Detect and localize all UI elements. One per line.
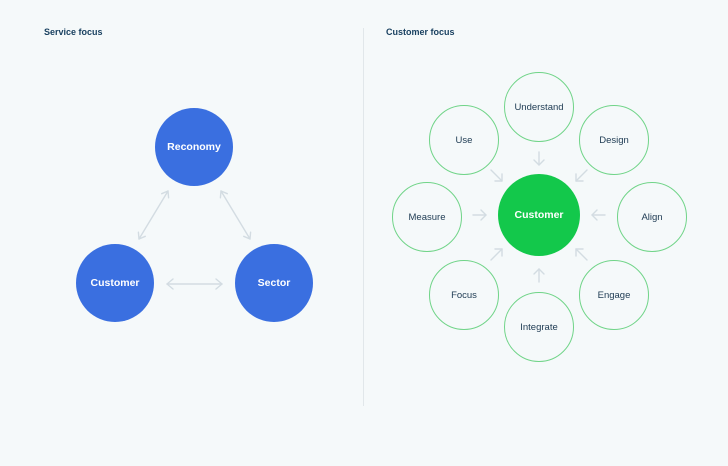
node-reconomy-label: Reconomy [167, 141, 221, 153]
arrow-from-integrate [533, 268, 545, 283]
node-engage: Engage [579, 260, 649, 330]
node-design-label: Design [599, 134, 629, 146]
node-use: Use [429, 105, 499, 175]
arrow-reconomy-customer [137, 190, 170, 240]
node-customer-center: Customer [498, 174, 580, 256]
node-align-label: Align [641, 211, 663, 223]
node-focus-label: Focus [451, 289, 477, 301]
arrow-from-engage [575, 248, 588, 261]
node-measure-label: Measure [408, 211, 446, 223]
node-use-label: Use [455, 134, 473, 146]
node-understand-label: Understand [514, 101, 564, 113]
node-design: Design [579, 105, 649, 175]
arrow-from-measure [472, 209, 487, 221]
panel-divider [363, 28, 364, 406]
node-customer-center-label: Customer [514, 209, 564, 221]
service-focus-title: Service focus [44, 27, 103, 37]
arrow-from-focus [490, 248, 503, 261]
node-sector-label: Sector [257, 277, 291, 289]
arrow-reconomy-sector [219, 190, 252, 240]
node-integrate: Integrate [504, 292, 574, 362]
node-focus: Focus [429, 260, 499, 330]
arrow-from-understand [533, 151, 545, 166]
node-integrate-label: Integrate [520, 321, 558, 333]
node-align: Align [617, 182, 687, 252]
customer-focus-title: Customer focus [386, 27, 455, 37]
arrow-customer-sector [166, 278, 223, 290]
arrow-from-align [591, 209, 606, 221]
node-sector: Sector [235, 244, 313, 322]
node-understand: Understand [504, 72, 574, 142]
node-reconomy: Reconomy [155, 108, 233, 186]
node-customer-label: Customer [90, 277, 140, 289]
arrow-from-design [575, 169, 588, 182]
node-engage-label: Engage [597, 289, 631, 301]
node-customer: Customer [76, 244, 154, 322]
arrow-from-use [490, 169, 503, 182]
node-measure: Measure [392, 182, 462, 252]
